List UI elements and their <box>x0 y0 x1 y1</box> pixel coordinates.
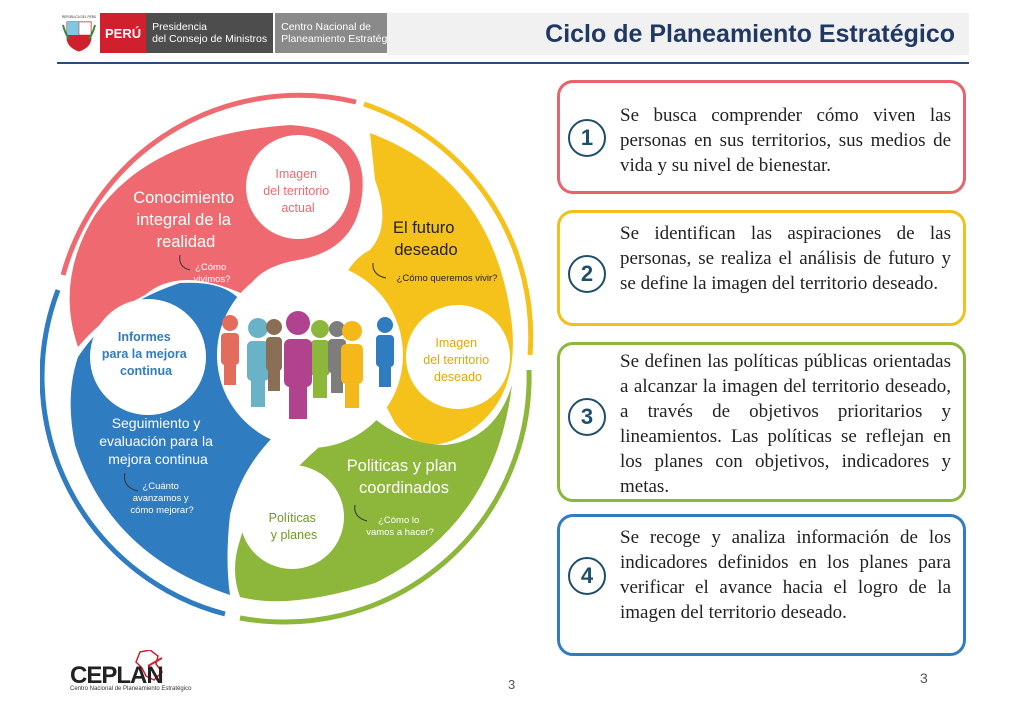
outer-ring-red <box>60 92 357 276</box>
bubble-green <box>240 465 344 569</box>
coat-of-arms-icon: REPÚBLICA DEL PERÚ <box>62 13 97 53</box>
page-number-right: 3 <box>920 670 928 686</box>
people-icon <box>221 311 394 419</box>
step-number-badge: 4 <box>568 557 606 595</box>
step-description: Se identifican las aspiraciones de las p… <box>620 223 951 294</box>
bubble-yellow-text: Imagen del territorio deseado <box>423 336 492 384</box>
step-number-badge: 3 <box>568 398 606 436</box>
title-box: Ciclo de Planeamiento Estratégico <box>387 13 969 55</box>
segment-yellow-question: ¿Cómo queremos vivir? <box>397 273 498 284</box>
step-number-badge: 2 <box>568 255 606 293</box>
bubble-yellow <box>406 305 510 409</box>
step-description: Se recoge y analiza información de los i… <box>620 527 951 623</box>
step-number-badge: 1 <box>568 119 606 157</box>
bubble-blue-text: Informes para la mejora continua <box>102 330 190 378</box>
segment-yellow-title: El futuro deseado <box>393 219 459 259</box>
bubble-red-text: Imagen del territorio actual <box>263 167 332 215</box>
arrow-icon <box>179 254 191 271</box>
step-card-1: 1 Se busca comprender cómo viven las per… <box>557 80 966 194</box>
arrow-icon <box>124 472 139 492</box>
segment-red-title: Conocimiento integral de la realidad <box>133 189 238 251</box>
ceplan-logo-text: CEPLAN <box>70 662 164 689</box>
header-divider <box>57 62 969 64</box>
ceplan-logo: CEPLAN Centro Nacional de Planeamiento E… <box>70 649 191 695</box>
step-description: Se busca comprender cómo viven las perso… <box>620 105 951 176</box>
segment-red-question: ¿Cómo vivimos? <box>194 262 231 285</box>
outer-ring-blue <box>39 289 226 617</box>
arrow-icon <box>354 504 368 522</box>
step-card-2: 2 Se identifican las aspiraciones de las… <box>557 210 966 326</box>
arrow-icon <box>372 262 387 279</box>
page-title: Ciclo de Planeamiento Estratégico <box>545 20 955 48</box>
segment-green-title: Politicas y plan coordinados <box>347 457 462 497</box>
cycle-diagram: Conocimiento integral de la realidad ¿Có… <box>39 85 540 625</box>
segment-blue-question: ¿Cuánto avanzamos y cómo mejorar? <box>130 481 193 516</box>
segment-green-question: ¿Cómo lo vamos a hacer? <box>366 515 434 538</box>
ceplan-logo-subtitle: Centro Nacional de Planeamiento Estratég… <box>70 686 192 692</box>
svg-text:REPÚBLICA DEL PERÚ: REPÚBLICA DEL PERÚ <box>62 14 96 19</box>
bubble-blue <box>90 299 206 415</box>
outer-ring-green <box>239 369 532 625</box>
step-card-4: 4 Se recoge y analiza información de los… <box>557 514 966 656</box>
step-description: Se definen las políticas públicas orient… <box>620 351 951 497</box>
outer-ring-yellow <box>363 101 534 356</box>
peru-label: PERÚ <box>100 13 147 53</box>
segment-blue-title: Seguimiento y evaluación para la mejora … <box>99 415 217 467</box>
bubble-red <box>246 135 350 239</box>
bubble-green-text: Políticas y planes <box>269 511 320 542</box>
page-number-left: 3 <box>508 677 516 692</box>
step-card-3: 3 Se definen las políticas públicas orie… <box>557 342 966 502</box>
